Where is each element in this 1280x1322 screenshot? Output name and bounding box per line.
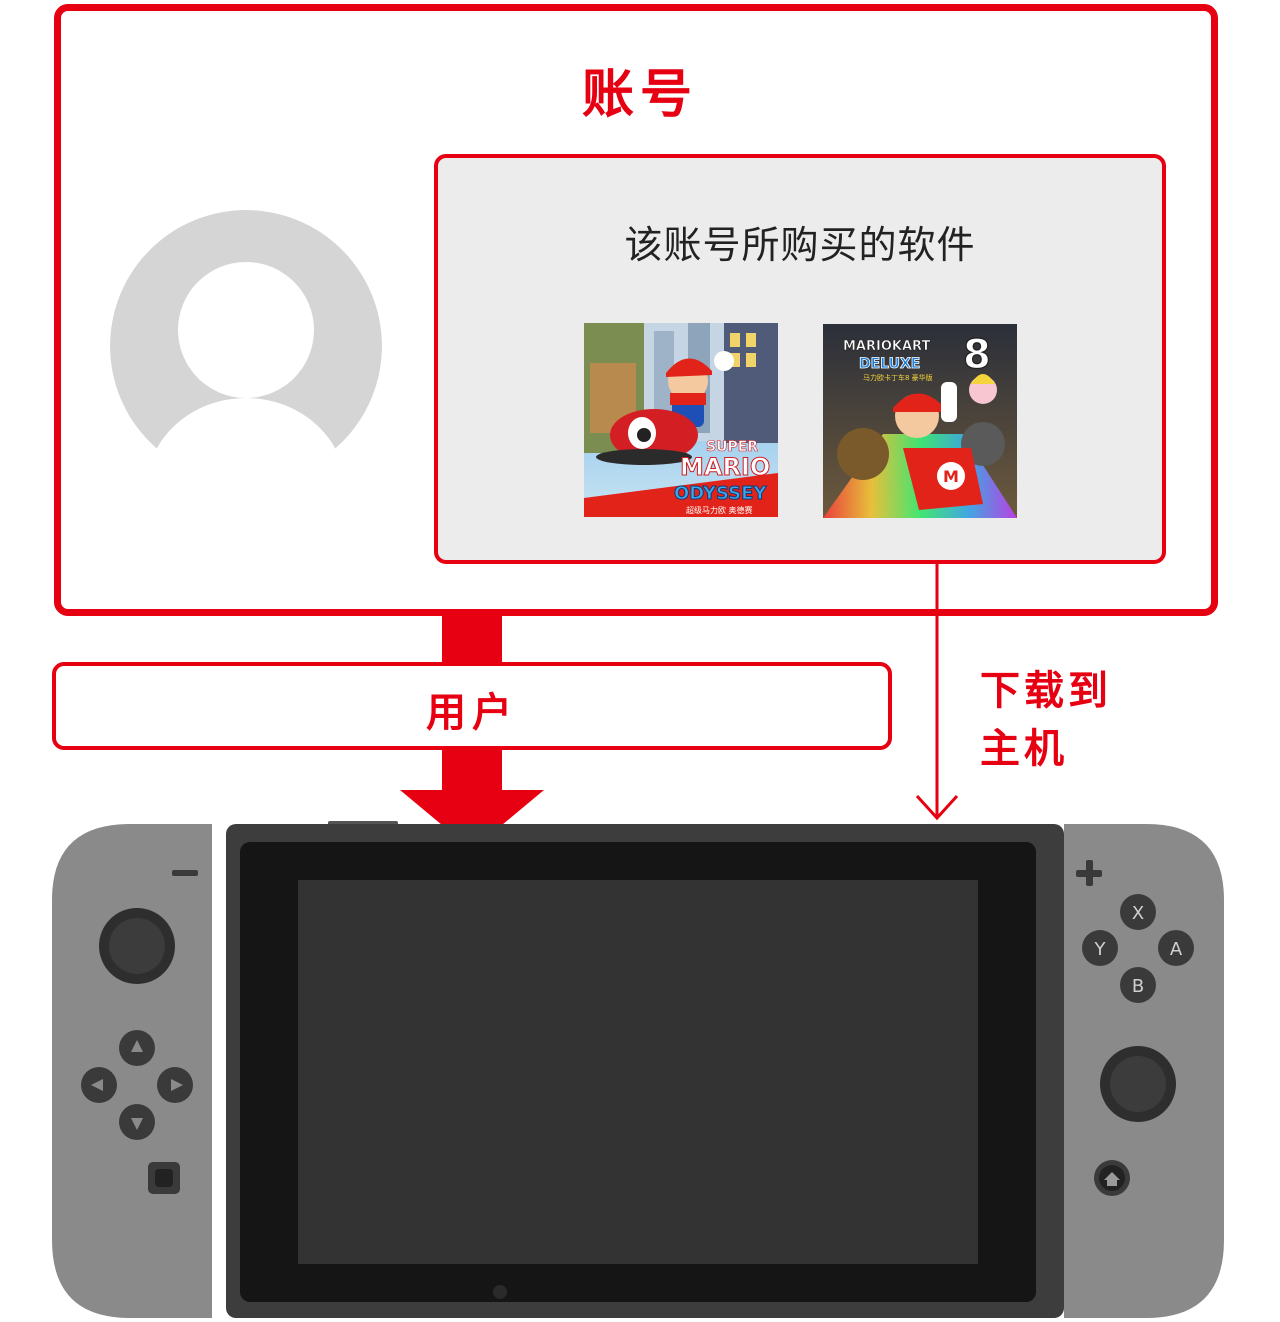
right-joycon: X Y A B	[1064, 824, 1224, 1318]
user-bar	[52, 662, 892, 750]
y-button: Y	[1082, 930, 1118, 966]
game-cover-mario-kart-8-deluxe: M MARIOKART DELUXE 8 马力欧卡丁车8 豪华版	[823, 324, 1017, 518]
svg-text:A: A	[1170, 939, 1183, 960]
avatar-icon	[110, 210, 382, 482]
console-screen	[298, 880, 978, 1264]
minus-button	[172, 870, 198, 876]
cover-mk8-number: 8	[963, 332, 991, 378]
console-body	[226, 821, 1064, 1318]
download-to-console-label-line2: 主机	[980, 726, 1068, 772]
cover-mk8-subtitle: 马力欧卡丁车8 豪华版	[863, 373, 933, 382]
cover-mk8-title-2: DELUXE	[859, 356, 920, 372]
game-cover-super-mario-odyssey: SUPER MARIO ODYSSEY 超级马力欧 奥德赛	[584, 323, 778, 517]
plus-button	[1076, 860, 1102, 886]
svg-text:X: X	[1132, 903, 1144, 924]
purchased-software-title: 该账号所购买的软件	[624, 223, 976, 267]
account-title: 账号	[581, 65, 698, 125]
download-to-console-label-line1: 下载到	[980, 668, 1112, 714]
svg-text:B: B	[1132, 976, 1144, 997]
cover-odyssey-subtitle: 超级马力欧 奥德赛	[686, 505, 753, 515]
b-button: B	[1120, 967, 1156, 1003]
cover-mk8-title-1: MARIOKART	[843, 339, 930, 354]
cover-odyssey-title-1: SUPER	[706, 439, 758, 455]
left-joycon	[52, 824, 212, 1318]
x-button: X	[1120, 894, 1156, 930]
download-arrow	[915, 564, 959, 821]
purchased-software-panel	[434, 154, 1166, 564]
svg-text:M: M	[943, 467, 959, 486]
svg-text:Y: Y	[1094, 939, 1107, 960]
home-button	[1094, 1160, 1130, 1196]
cover-odyssey-title-2: MARIO	[680, 453, 770, 481]
user-flow-arrow	[400, 616, 544, 850]
cover-odyssey-title-3: ODYSSEY	[674, 483, 767, 504]
a-button: A	[1158, 930, 1194, 966]
user-label: 用户	[426, 690, 518, 736]
